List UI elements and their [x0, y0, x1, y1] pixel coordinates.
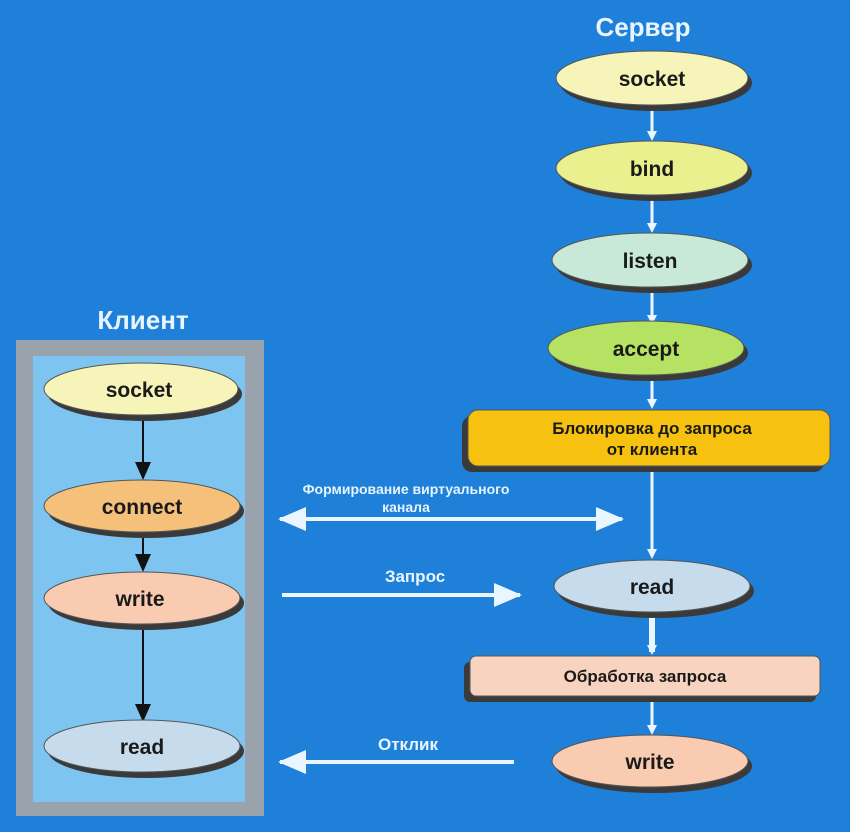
server-read-label: read [630, 576, 674, 599]
client-node-socket: socket [43, 362, 242, 421]
server-bind-label: bind [630, 158, 674, 181]
server-block-label-line2: от клиента [607, 440, 698, 459]
client-read-label: read [120, 736, 164, 759]
channel-arrows [278, 507, 624, 774]
client-write-label: write [114, 588, 164, 611]
virtual-channel-label-line2: канала [382, 499, 430, 515]
virtual-channel-label-line1: Формирование виртуального [303, 481, 510, 497]
server-write-label: write [624, 751, 674, 774]
server-node-read: read [553, 559, 754, 618]
server-node-accept: accept [547, 320, 748, 381]
server-node-listen: listen [551, 232, 752, 293]
client-node-connect: connect [43, 479, 244, 538]
server-process-label: Обработка запроса [564, 667, 727, 686]
server-listen-label: listen [623, 250, 678, 273]
server-accept-label: accept [613, 338, 680, 361]
client-socket-label: socket [106, 379, 173, 402]
client-node-read: read [43, 719, 244, 778]
server-node-socket: socket [555, 50, 752, 111]
server-block-label-line1: Блокировка до запроса [552, 419, 752, 438]
client-node-write: write [43, 571, 244, 630]
client-title: Клиент [97, 305, 189, 335]
server-title: Сервер [595, 12, 690, 42]
server-socket-label: socket [619, 68, 686, 91]
response-label: Отклик [378, 735, 439, 754]
server-node-block: Блокировка до запроса от клиента [462, 409, 831, 472]
client-connect-label: connect [102, 496, 183, 519]
server-node-process: Обработка запроса [464, 655, 821, 702]
request-label: Запрос [385, 567, 445, 586]
server-node-write: write [551, 734, 752, 793]
server-node-bind: bind [555, 140, 752, 201]
